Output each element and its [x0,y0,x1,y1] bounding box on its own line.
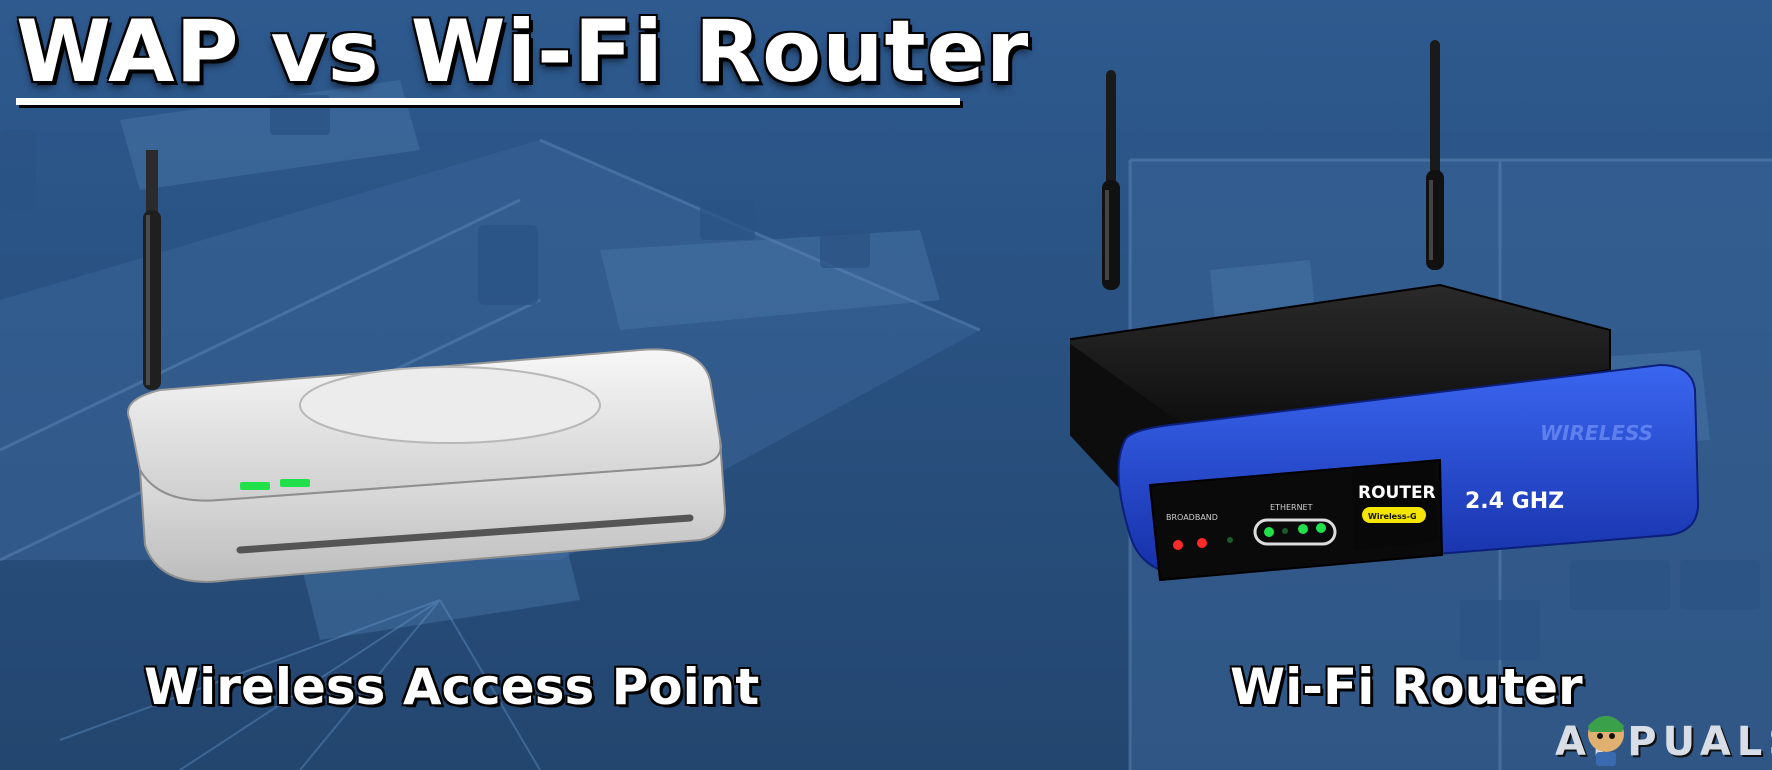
wireless-access-point-illustration [127,150,727,583]
wifi-router-illustration: WIRELESS BROADBAND ETHERNET ROUTER Wirel… [1070,40,1700,582]
router-led-red-1 [1173,540,1183,550]
router-brand-strip: WIRELESS [1540,421,1653,445]
wap-led-2 [280,479,310,487]
wap-antenna-icon [143,150,161,390]
router-frequency: 2.4 GHZ [1465,489,1564,514]
router-badge-label: ROUTER [1358,483,1436,503]
wap-led-1 [240,482,270,490]
router-antenna-icon [1102,40,1444,290]
caption-wireless-access-point: Wireless Access Point [144,658,760,716]
router-led-dim [1227,537,1233,543]
page-title: WAP vs Wi-Fi Router [16,2,1030,102]
appuals-mascot-icon [1588,716,1624,766]
router-badge-sub: Wireless-G [1368,512,1417,521]
title-underline [16,98,960,105]
router-led-red-2 [1197,538,1207,548]
router-ethernet-label: ETHERNET [1270,503,1313,512]
appuals-logo: APPUALS [1555,712,1772,770]
router-broadband-label: BROADBAND [1166,513,1218,522]
caption-wifi-router: Wi-Fi Router [1230,658,1583,716]
